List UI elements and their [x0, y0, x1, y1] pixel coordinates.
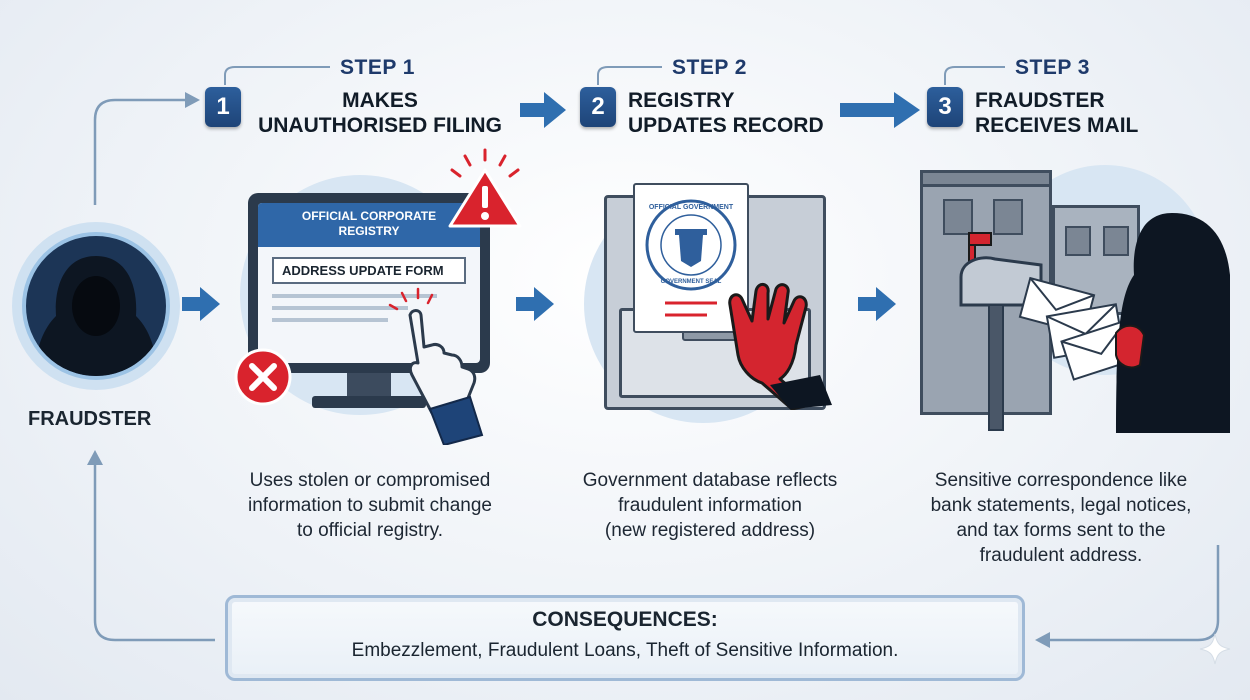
- computer-monitor-icon: OFFICIAL CORPORATE REGISTRY ADDRESS UPDA…: [248, 193, 490, 373]
- rejected-x-icon: [234, 348, 292, 406]
- consequences-box: CONSEQUENCES: Embezzlement, Fraudulent L…: [225, 595, 1025, 681]
- seal-text-top: OFFICIAL GOVERNMENT: [648, 204, 734, 211]
- consequences-title: CONSEQUENCES:: [532, 608, 718, 631]
- registry-header-line2: REGISTRY: [338, 224, 400, 238]
- step-2-title-line1: REGISTRY: [628, 89, 735, 112]
- step-2-desc-line: Government database reflects: [582, 470, 838, 491]
- step-1-title-line2: UNAUTHORISED FILING: [258, 114, 502, 137]
- step-3-desc-line: and tax forms sent to the: [956, 520, 1166, 541]
- hooded-figure-icon: [34, 256, 158, 376]
- step-2-desc-line: fraudulent information: [618, 495, 802, 516]
- fraudster-label: FRAUDSTER: [28, 408, 152, 430]
- step-1-label: STEP 1: [340, 56, 415, 79]
- step-2-title: REGISTRY UPDATES RECORD: [628, 88, 824, 138]
- step-1-description: Uses stolen or compromised information t…: [220, 468, 520, 543]
- step-2-title-line2: UPDATES RECORD: [628, 114, 824, 137]
- step-1-title-line1: MAKES: [342, 89, 418, 112]
- seal-text-bottom: GOVERNMENT SEAL: [660, 279, 722, 285]
- arrow-right-icon: [520, 92, 566, 128]
- hooded-fraudster-icon: [1115, 213, 1230, 433]
- arrow-right-icon: [516, 287, 554, 321]
- step-2-desc-line: (new registered address): [604, 520, 816, 541]
- step-3-description: Sensitive correspondence like bank state…: [906, 468, 1216, 568]
- step-2-description: Government database reflects fraudulent …: [560, 468, 860, 543]
- consequences-text: Embezzlement, Fraudulent Loans, Theft of…: [351, 640, 899, 661]
- step-3-desc-line: Sensitive correspondence like: [934, 470, 1188, 491]
- step-1-desc-line: Uses stolen or compromised: [249, 470, 491, 491]
- arrow-right-icon: [858, 287, 896, 321]
- government-seal-icon: [645, 199, 737, 317]
- step-3-desc-line: bank statements, legal notices,: [930, 495, 1192, 516]
- step-3-title: FRAUDSTER RECEIVES MAIL: [975, 88, 1138, 138]
- step-3-title-line2: RECEIVES MAIL: [975, 114, 1139, 137]
- registry-header: OFFICIAL CORPORATE REGISTRY: [258, 203, 480, 247]
- step-3-title-line1: FRAUDSTER: [975, 89, 1105, 112]
- form-lines: [272, 294, 466, 322]
- step-3-desc-line: fraudulent address.: [979, 545, 1143, 566]
- pointing-hand-icon: [388, 287, 484, 445]
- step-3-label: STEP 3: [1015, 56, 1090, 79]
- red-gloved-hand-icon: [728, 283, 832, 410]
- sparkle-icon: [1199, 633, 1231, 665]
- step-1-title: MAKES UNAUTHORISED FILING: [255, 88, 505, 138]
- step-1-desc-line: information to submit change: [248, 495, 492, 516]
- monitor-screen: OFFICIAL CORPORATE REGISTRY ADDRESS UPDA…: [258, 203, 480, 363]
- arrow-right-icon: [182, 287, 220, 321]
- fraudster-avatar: [22, 232, 170, 380]
- alert-warning-icon: [448, 148, 522, 228]
- monitor-stand: [347, 373, 391, 397]
- step-1-desc-line: to official registry.: [296, 520, 444, 541]
- arrow-right-icon: [840, 92, 920, 128]
- step-2-number: 2: [580, 87, 616, 127]
- monitor-base: [312, 396, 426, 408]
- address-form-title: ADDRESS UPDATE FORM: [272, 257, 466, 284]
- step-3-number: 3: [927, 87, 963, 127]
- step-2-label: STEP 2: [672, 56, 747, 79]
- step-1-number: 1: [205, 87, 241, 127]
- registry-header-line1: OFFICIAL CORPORATE: [301, 209, 437, 223]
